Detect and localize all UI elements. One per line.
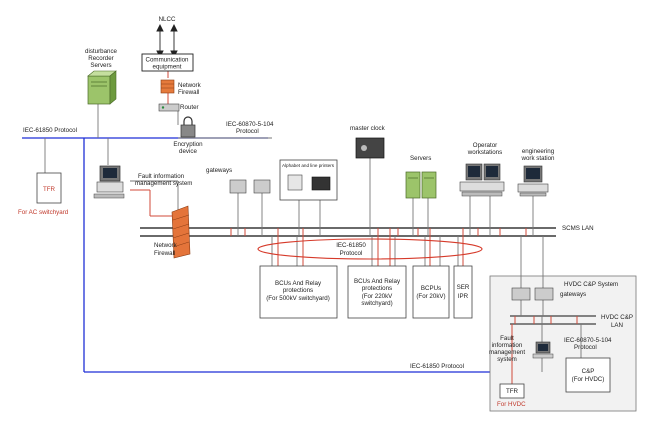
- label-engineering-ws-2: work station: [520, 155, 555, 162]
- label-router: Router: [180, 104, 199, 111]
- nlcc-arrows: [156, 23, 178, 59]
- label-servers: Servers: [410, 155, 431, 162]
- label-tfr-hvdc-caption: For HVDC: [497, 401, 526, 408]
- label-hvdc-lan-2: LAN: [611, 322, 623, 329]
- disturbance-recorder-server-icon: [87, 70, 117, 105]
- label-fault-hvdc-4: system: [497, 356, 517, 363]
- label-iec61850-top: IEC-61850 Protocol: [23, 127, 77, 134]
- label-iec104-top-2: Protocol: [236, 128, 259, 135]
- label-disturbance-1: disturbance: [85, 48, 118, 55]
- label-iec104-hvdc-2: Protocol: [574, 344, 597, 351]
- label-bcu220-3: (For 220kV: [362, 293, 393, 300]
- label-bcu220-1: BCUs And Relay: [354, 278, 401, 285]
- label-ipr: IPR: [458, 293, 469, 300]
- label-hvdc-system: HVDC C&P System: [564, 281, 618, 288]
- bcu-500kv-box: [259, 265, 338, 319]
- label-gateways-hvdc: gateways: [560, 291, 586, 298]
- label-bcu20-2: (For 20kV): [416, 293, 445, 300]
- label-iec61850-mid-2: Protocol: [340, 250, 363, 257]
- label-network-firewall-mid-1: Network: [154, 242, 178, 249]
- label-fault-info-1: Fault information: [138, 173, 185, 180]
- label-cp-2: (For HVDC): [572, 376, 605, 383]
- router-icon: [158, 103, 180, 112]
- master-clock-icon: [355, 137, 385, 159]
- label-tfr-ac-caption: For AC switchyard: [18, 209, 69, 216]
- label-bcu500-3: (For 500kV switchyard): [266, 295, 330, 302]
- label-bcu20-1: BCPUs: [421, 285, 441, 292]
- label-bcu500-1: BCUs And Relay: [275, 280, 322, 287]
- operator-workstations-icon: [459, 163, 505, 197]
- label-operator-ws-2: workstations: [467, 149, 502, 156]
- engineering-workstation-icon: [517, 165, 549, 197]
- label-bcu220-2: protections: [362, 285, 392, 292]
- label-disturbance-2: Recorder: [88, 55, 113, 62]
- label-network-firewall-top-1: Network: [178, 82, 202, 89]
- label-scms-lan: SCMS LAN: [562, 225, 594, 232]
- bcu-220kv-box: [347, 265, 407, 319]
- label-iec104-hvdc-1: IEC-60870-5-104: [564, 337, 612, 344]
- encryption-lock-icon: [180, 116, 196, 138]
- bcpu-20kv-box: [412, 265, 450, 319]
- communication-equipment-box: [141, 53, 194, 72]
- label-bcu500-2: protections: [283, 287, 313, 294]
- hvdc-fault-pc-icon: [532, 341, 554, 359]
- tfr-hvdc-box: [499, 383, 525, 399]
- label-fault-hvdc-1: Fault: [500, 335, 514, 342]
- label-bcu220-4: switchyard): [361, 300, 392, 307]
- label-gateways-top: gateways: [206, 167, 232, 174]
- label-iec61850-mid-1: IEC-61850: [336, 242, 366, 249]
- label-engineering-ws-1: engineering: [522, 148, 555, 155]
- gateway-icon: [229, 179, 271, 194]
- label-fault-info-2: management system: [135, 180, 192, 187]
- iec61850-ellipse: [257, 238, 483, 260]
- label-disturbance-3: Servers: [90, 62, 111, 69]
- label-fault-hvdc-2: information: [492, 342, 523, 349]
- label-comm-equipment-2: equipment: [153, 64, 182, 71]
- label-fault-hvdc-3: management: [489, 349, 525, 356]
- label-printers: Alphabet and line printers: [282, 163, 335, 168]
- ser-ipr-box: [453, 265, 473, 319]
- label-comm-equipment-1: Communication: [146, 57, 190, 64]
- label-tfr-hvdc: TFR: [506, 388, 519, 395]
- label-hvdc-lan-1: HVDC C&P: [601, 314, 633, 321]
- label-encryption-2: device: [179, 148, 197, 155]
- firewall-top-icon: [160, 79, 175, 94]
- label-master-clock: master clock: [350, 125, 386, 132]
- label-iec104-top-1: IEC-60870-5-104: [226, 121, 274, 128]
- label-nlcc: NLCC: [159, 16, 176, 23]
- label-network-firewall-mid-2: Firewall: [154, 250, 175, 257]
- label-iec61850-bottom: IEC-61850 Protocol: [410, 363, 464, 370]
- cp-hvdc-box: [565, 357, 611, 393]
- label-cp-1: C&P: [582, 368, 595, 375]
- label-encryption-1: Encryption: [173, 141, 203, 148]
- label-ser: SER: [457, 284, 470, 291]
- fault-info-pc-icon: [93, 165, 125, 199]
- label-network-firewall-top-2: Firewall: [178, 89, 199, 96]
- printers-icon: [279, 159, 338, 201]
- firewall-mid-icon: [171, 205, 191, 259]
- label-tfr-ac: TFR: [43, 186, 56, 193]
- label-operator-ws-1: Operator: [473, 142, 497, 149]
- tfr-ac-box: [36, 172, 62, 204]
- hvdc-gateway-icon: [511, 287, 554, 301]
- servers-icon: [405, 171, 437, 199]
